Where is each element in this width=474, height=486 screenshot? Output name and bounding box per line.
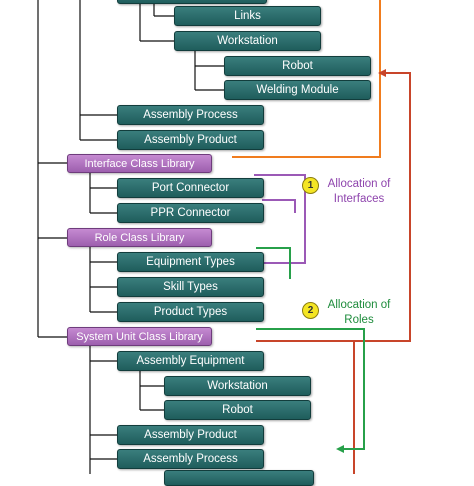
aml-hierarchy-diagram: Links Workstation Robot Welding Module A… bbox=[37, 0, 411, 486]
interface-class-library-node: Interface Class Library bbox=[67, 154, 212, 173]
roles-annotation: Allocation of Roles bbox=[320, 298, 398, 328]
system-unit-class-library-node: System Unit Class Library bbox=[67, 327, 212, 346]
role-class-library-node: Role Class Library bbox=[67, 228, 212, 247]
robot-node-top: Robot bbox=[224, 56, 371, 76]
product-types-node: Product Types bbox=[117, 302, 264, 322]
ppr-connector-node: PPR Connector bbox=[117, 203, 264, 223]
welding-module-node: Welding Module bbox=[224, 80, 371, 100]
interfaces-annotation-line2: Interfaces bbox=[333, 193, 385, 205]
interfaces-annotation: Allocation of Interfaces bbox=[320, 177, 398, 207]
bottom-partial-node bbox=[164, 470, 314, 486]
assembly-process-node-bottom: Assembly Process bbox=[117, 449, 264, 469]
equipment-types-node: Equipment Types bbox=[117, 252, 264, 272]
interfaces-number-badge: 1 bbox=[302, 177, 319, 194]
connector-lines bbox=[37, 0, 411, 474]
roles-annotation-line2: Roles bbox=[344, 314, 374, 326]
workstation-node-bottom: Workstation bbox=[164, 376, 311, 396]
red-connector bbox=[256, 69, 411, 474]
interfaces-annotation-line1: Allocation of bbox=[327, 178, 391, 190]
assembly-product-node-bottom: Assembly Product bbox=[117, 425, 264, 445]
assembly-process-node-top: Assembly Process bbox=[117, 105, 264, 125]
robot-node-bottom: Robot bbox=[164, 400, 311, 420]
top-partial-node bbox=[117, 0, 267, 4]
roles-annotation-line1: Allocation of bbox=[327, 299, 391, 311]
orange-connector bbox=[232, 0, 381, 158]
roles-connector bbox=[256, 247, 365, 453]
links-node: Links bbox=[174, 6, 321, 26]
assembly-product-node-top: Assembly Product bbox=[117, 130, 264, 150]
workstation-node-top: Workstation bbox=[174, 31, 321, 51]
port-connector-node: Port Connector bbox=[117, 178, 264, 198]
tree-connectors bbox=[37, 0, 224, 474]
skill-types-node: Skill Types bbox=[117, 277, 264, 297]
roles-number-badge: 2 bbox=[302, 302, 319, 319]
assembly-equipment-node: Assembly Equipment bbox=[117, 351, 264, 371]
